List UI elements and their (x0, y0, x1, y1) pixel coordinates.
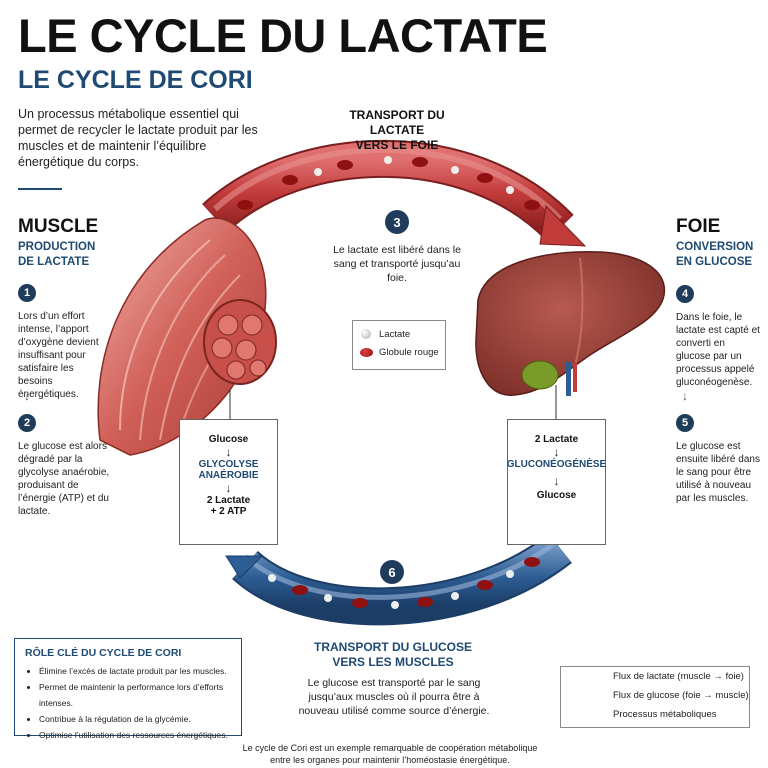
liver-illustration (475, 251, 666, 396)
role-box: RÔLE CLÉ DU CYCLE DE CORI Élimine l’excè… (14, 638, 242, 740)
step-2-text: Le glucose est alors dégradé par la glyc… (18, 441, 110, 517)
glycolysis-box: Glucose ↓ GLYCOLYSE ANAÉROBIE ↓ 2 Lactat… (179, 419, 278, 545)
muscle-subtitle: PRODUCTION DE LACTATE (18, 241, 96, 268)
list-item: Optimise l’utilisation des ressources én… (39, 727, 233, 743)
transport-glucose-title: TRANSPORT DU GLUCOSE VERS LES MUSCLES (313, 640, 472, 669)
transport-lactate-title: TRANSPORT DU LACTATE VERS LE FOIE (349, 108, 445, 152)
role-title: RÔLE CLÉ DU CYCLE DE CORI (25, 647, 182, 659)
step-5-badge: 5 (676, 414, 694, 432)
list-item: Permet de maintenir la performance lors … (39, 679, 233, 711)
down-arrow-icon: ↓ (225, 481, 232, 495)
step-6-badge: 6 (380, 560, 404, 584)
foie-subtitle: CONVERSION EN GLUCOSE (676, 241, 754, 268)
muscle-title: MUSCLE (18, 216, 99, 237)
down-arrow-icon: ↓ (553, 445, 560, 459)
page-title: LE CYCLE DU LACTATE (18, 9, 548, 62)
down-arrow-icon: ↓ (553, 474, 560, 488)
footer-note: Le cycle de Cori est un exemple remarqua… (242, 743, 538, 765)
foie-title: FOIE (676, 216, 721, 237)
step-4-text: Dans le foie, le lactate est capté et co… (676, 312, 760, 388)
step-3-text: Le lactate est libéré dans le sang et tr… (333, 244, 461, 284)
role-list: Élimine l’excès de lactate produit par l… (25, 663, 233, 743)
step-6-text: Le glucose est transporté par le sang ju… (298, 677, 490, 717)
muscle-illustration (97, 217, 277, 456)
page-subtitle: LE CYCLE DE CORI (18, 66, 253, 94)
list-item: Contribue à la régulation de la glycémie… (39, 711, 233, 727)
gluconeogenesis-box: 2 Lactate ↓ GLUCONÉOGÉNÈSE ↓ Glucose (507, 419, 606, 545)
lactate-arrowhead (539, 204, 587, 247)
list-item: Élimine l’excès de lactate produit par l… (39, 663, 233, 679)
step-2-badge: 2 (18, 414, 36, 432)
artery-cells (237, 156, 540, 210)
vein-cells (268, 557, 540, 609)
glucose-arrowhead (225, 555, 264, 579)
step-1-badge: 1 (18, 284, 36, 302)
lactate-dot-icon (361, 329, 371, 339)
divider (18, 188, 62, 190)
down-arrow-icon: ↓ (24, 389, 30, 403)
step-4-badge: 4 (676, 285, 694, 303)
down-arrow-icon: ↓ (225, 445, 232, 459)
step-5-text: Le glucose est ensuite libéré dans le sa… (676, 441, 760, 504)
step-3-badge: 3 (385, 210, 409, 234)
down-arrow-icon: ↓ (682, 389, 688, 403)
cells-legend: Lactate Globule rouge (352, 320, 446, 370)
flux-legend: Flux de lactate (muscle → foie) Flux de … (560, 666, 750, 728)
step-1-text: Lors d’un effort intense, l’apport d’oxy… (18, 311, 99, 400)
intro-text: Un processus métabolique essentiel qui p… (18, 107, 258, 169)
red-cell-icon (360, 347, 373, 357)
